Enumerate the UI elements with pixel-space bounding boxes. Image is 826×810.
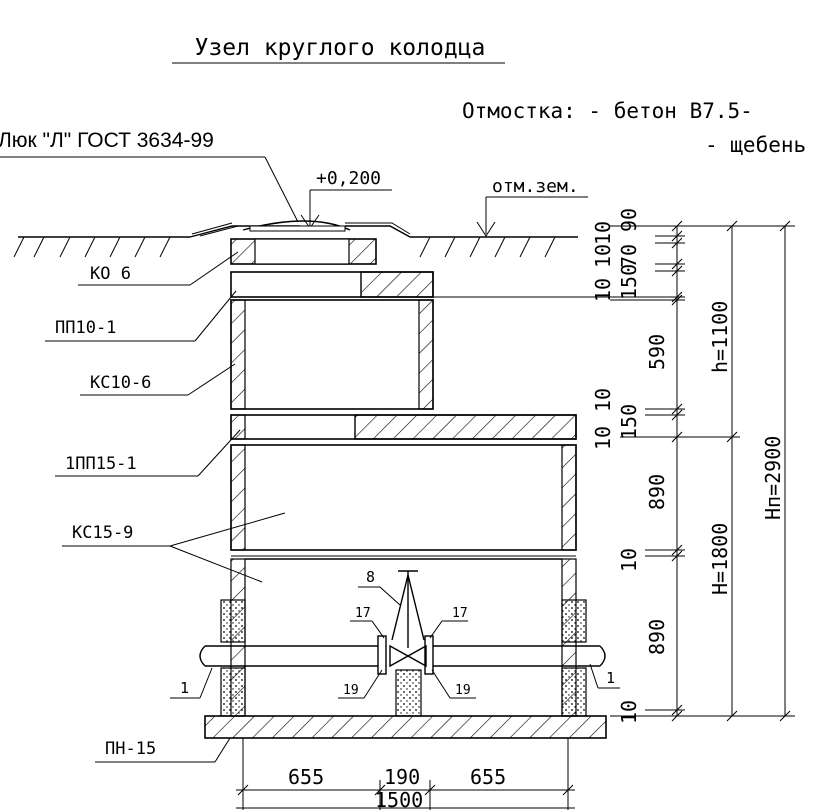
dim-890a: 890 bbox=[645, 474, 669, 510]
ks15-upper-wall-left bbox=[230, 444, 246, 551]
label-item-8-text: 8 bbox=[366, 568, 375, 586]
pavement-left-layers bbox=[191, 222, 239, 237]
seal-right-bottom bbox=[561, 667, 587, 717]
hatch-leader bbox=[264, 156, 299, 223]
dim-70: 70 bbox=[617, 244, 641, 268]
label-item-17-right: 17 bbox=[429, 606, 468, 639]
seal-left-bottom bbox=[220, 667, 246, 717]
dim-1500: 1500 bbox=[375, 788, 423, 810]
label-ks15: КС15-9 bbox=[62, 512, 286, 583]
label-item-19-left-text: 19 bbox=[343, 683, 359, 698]
manhole-frame bbox=[249, 225, 346, 232]
label-item-19-left: 19 bbox=[338, 669, 383, 699]
seal-left-top bbox=[220, 599, 246, 643]
ks15-upper-wall-right bbox=[561, 444, 577, 551]
pipe-right bbox=[424, 635, 606, 675]
label-item-17-left-text: 17 bbox=[355, 606, 371, 621]
label-item-1-right-text: 1 bbox=[606, 669, 615, 687]
dim-890b: 890 bbox=[645, 619, 669, 655]
label-item-19-right-text: 19 bbox=[455, 683, 471, 698]
label-pp10-text: ПП10-1 bbox=[55, 318, 116, 338]
ks10-ring bbox=[230, 299, 434, 410]
drawing-title: Узел круглого колодца bbox=[195, 35, 486, 61]
label-ko6-text: КО 6 bbox=[90, 264, 131, 284]
ks15-ring-upper bbox=[230, 444, 577, 551]
dim-10g: 10 bbox=[617, 700, 641, 724]
ks10-wall-right bbox=[418, 299, 434, 410]
label-item-1-left: 1 bbox=[170, 667, 213, 699]
pavement-note-line2: - щебень bbox=[705, 133, 806, 157]
dim-10e: 10 bbox=[591, 426, 615, 450]
label-item-19-right: 19 bbox=[431, 669, 476, 699]
level-top-label: +0,200 bbox=[316, 168, 381, 189]
dim-655-left: 655 bbox=[288, 765, 324, 789]
label-ks15-text: КС15-9 bbox=[72, 523, 133, 543]
level-ground-label: отм.зем. bbox=[492, 176, 579, 197]
dim-90: 90 bbox=[617, 208, 641, 232]
label-pn15: ПН-15 bbox=[95, 737, 231, 763]
dim-590: 590 bbox=[645, 334, 669, 370]
label-item-17-left: 17 bbox=[350, 606, 385, 639]
dim-h-total: Нп=2900 bbox=[761, 436, 785, 520]
dim-10c: 10 bbox=[591, 278, 615, 302]
label-ks10-text: КС10-6 bbox=[90, 373, 151, 393]
label-pp10: ПП10-1 bbox=[45, 290, 237, 342]
label-item-17-right-text: 17 bbox=[452, 606, 468, 621]
dim-h-big: H=1800 bbox=[708, 523, 732, 595]
label-ks10: КС10-6 bbox=[80, 363, 236, 396]
pavement-right bbox=[345, 225, 411, 238]
label-pn15-text: ПН-15 bbox=[105, 739, 156, 759]
dim-10f: 10 bbox=[617, 548, 641, 572]
vertical-dimension-texts: 90 10 10 70 150 10 590 10 10 150 890 10 … bbox=[591, 208, 785, 724]
level-ground-arrow bbox=[476, 221, 496, 237]
dim-10d: 10 bbox=[591, 388, 615, 412]
pp15-slab-edge bbox=[230, 414, 246, 440]
label-pp15: 1ПП15-1 bbox=[55, 429, 241, 477]
dim-190: 190 bbox=[384, 765, 420, 789]
ko6-opening bbox=[254, 238, 350, 265]
pp10-slab-hatch bbox=[360, 271, 434, 298]
ks10-wall-left bbox=[230, 299, 246, 410]
pavement-note-line1: Отмостка: - бетон В7.5- bbox=[462, 99, 753, 123]
label-pp15-text: 1ПП15-1 bbox=[65, 454, 137, 474]
dim-10a: 10 bbox=[591, 221, 615, 245]
horizontal-dimension-chain bbox=[236, 738, 575, 810]
pavement-right-layers bbox=[345, 222, 411, 235]
pp15-slab-hatch bbox=[354, 414, 577, 440]
ground-line-left bbox=[13, 236, 190, 258]
pipe-left bbox=[199, 635, 387, 675]
dim-150a: 150 bbox=[617, 264, 641, 300]
pn15-base-slab bbox=[204, 715, 607, 739]
dim-h-small: h=1100 bbox=[708, 301, 732, 373]
vertical-dimension-chain bbox=[610, 220, 795, 722]
dim-150b: 150 bbox=[617, 404, 641, 440]
dim-655-right: 655 bbox=[470, 765, 506, 789]
dim-10b: 10 bbox=[591, 244, 615, 268]
ground-line-right bbox=[410, 236, 578, 258]
valve-support bbox=[395, 669, 422, 717]
label-ko6: КО 6 bbox=[78, 251, 239, 286]
seal-right-top bbox=[561, 599, 587, 643]
label-item-8: 8 bbox=[358, 568, 401, 606]
valve bbox=[389, 570, 427, 668]
hatch-label: Люк "Л" ГОСТ 3634-99 bbox=[0, 129, 214, 152]
label-item-1-left-text: 1 bbox=[180, 679, 189, 697]
label-item-1-right: 1 bbox=[589, 663, 620, 689]
